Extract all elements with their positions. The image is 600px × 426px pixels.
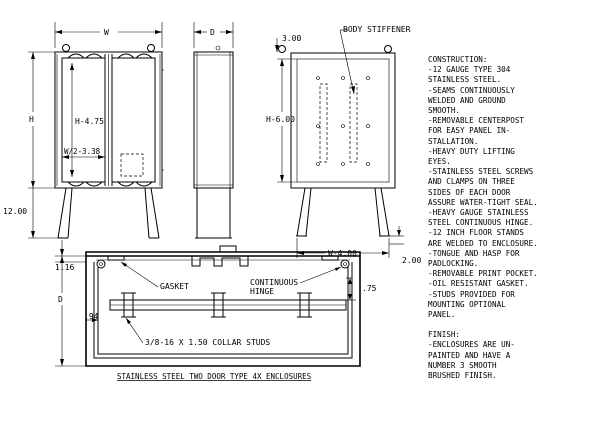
construction-line: -TONGUE AND HASP FOR [428, 248, 520, 258]
label-2-00: 2.00 [402, 256, 421, 265]
label-h: H [29, 115, 34, 124]
label-body-stiffener: BODY STIFFENER [343, 25, 411, 34]
finish-notes: FINISH: -ENCLOSURES ARE UN- PAINTED AND … [428, 330, 598, 381]
construction-line: STEEL CONTINUOUS HINGE. [428, 218, 534, 228]
label-1-16: 1.16 [55, 263, 74, 272]
finish-line: -ENCLOSURES ARE UN- [428, 340, 515, 350]
finish-line: BRUSHED FINISH. [428, 371, 497, 381]
finish-line: NUMBER 3 SMOOTH [428, 360, 497, 370]
label-gasket: GASKET [160, 282, 189, 291]
label-w-4-00: W-4.00 [328, 249, 357, 258]
finish-heading: FINISH: [428, 330, 461, 340]
construction-line: FOR EASY PANEL IN- [428, 126, 511, 136]
label-w: W [104, 28, 109, 37]
construction-line: -SEAMS CONTINUOUSLY [428, 85, 515, 95]
label-d-section: D [58, 295, 63, 304]
construction-line: PADLOCKING. [428, 259, 479, 269]
construction-line: -REMOVABLE PRINT POCKET. [428, 269, 538, 279]
construction-line: MOUNTING OPTIONAL [428, 299, 506, 309]
label-94: .94 [84, 312, 99, 321]
construction-line: SMOOTH. [428, 106, 461, 116]
construction-line: SIDES OF EACH DOOR [428, 187, 511, 197]
label-hinge: HINGE [250, 287, 274, 296]
construction-line: PANEL. [428, 310, 456, 320]
construction-line: -12 GAUGE TYPE 304 [428, 65, 511, 75]
label-3-00: 3.00 [282, 34, 301, 43]
specification-notes: CONSTRUCTION: -12 GAUGE TYPE 304 STAINLE… [428, 55, 598, 381]
construction-line: ASSURE WATER-TIGHT SEAL. [428, 197, 538, 207]
side-view: D [193, 22, 234, 239]
drawing-title: STAINLESS STEEL TWO DOOR TYPE 4X ENCLOSU… [117, 372, 312, 381]
label-w2-3-38: W/2-3.38 [64, 147, 101, 156]
label-d: D [210, 28, 215, 37]
construction-line: STALLATION. [428, 136, 479, 146]
section-view: D 1.16 .94 .75 GASKET CONTINUOUS HINGE 3… [55, 240, 377, 381]
construction-line: ARE WELDED TO ENCLOSURE. [428, 238, 538, 248]
construction-line: -REMOVABLE CENTERPOST [428, 116, 525, 126]
construction-line: AND CLAMPS ON THREE [428, 177, 515, 187]
label-collar-studs: 3/8-16 X 1.50 COLLAR STUDS [145, 338, 270, 347]
label-continuous: CONTINUOUS [250, 278, 298, 287]
back-view: 3.00 BODY STIFFENER H-6.00 [266, 25, 421, 265]
label-h-4-75: H-4.75 [75, 117, 104, 126]
label-12-00: 12.00 [3, 207, 27, 216]
construction-line: -12 INCH FLOOR STANDS [428, 228, 525, 238]
construction-line: STAINLESS STEEL. [428, 75, 502, 85]
construction-line: -STAINLESS STEEL SCREWS [428, 167, 534, 177]
construction-line: -STUDS PROVIDED FOR [428, 289, 515, 299]
label-75: .75 [362, 284, 377, 293]
label-h-6-00: H-6.00 [266, 115, 295, 124]
construction-line: EYES. [428, 157, 451, 167]
construction-heading: CONSTRUCTION: [428, 55, 488, 64]
finish-line: PAINTED AND HAVE A [428, 350, 511, 360]
construction-line: WELDED AND GROUND [428, 95, 506, 105]
construction-line: -HEAVY GAUGE STAINLESS [428, 208, 529, 218]
front-view: W H-4.75 W/2-3. [3, 22, 164, 239]
construction-line: -HEAVY DUTY LIFTING [428, 146, 515, 156]
construction-line: -OIL RESISTANT GASKET. [428, 279, 529, 289]
construction-notes: CONSTRUCTION: -12 GAUGE TYPE 304 STAINLE… [428, 55, 598, 320]
